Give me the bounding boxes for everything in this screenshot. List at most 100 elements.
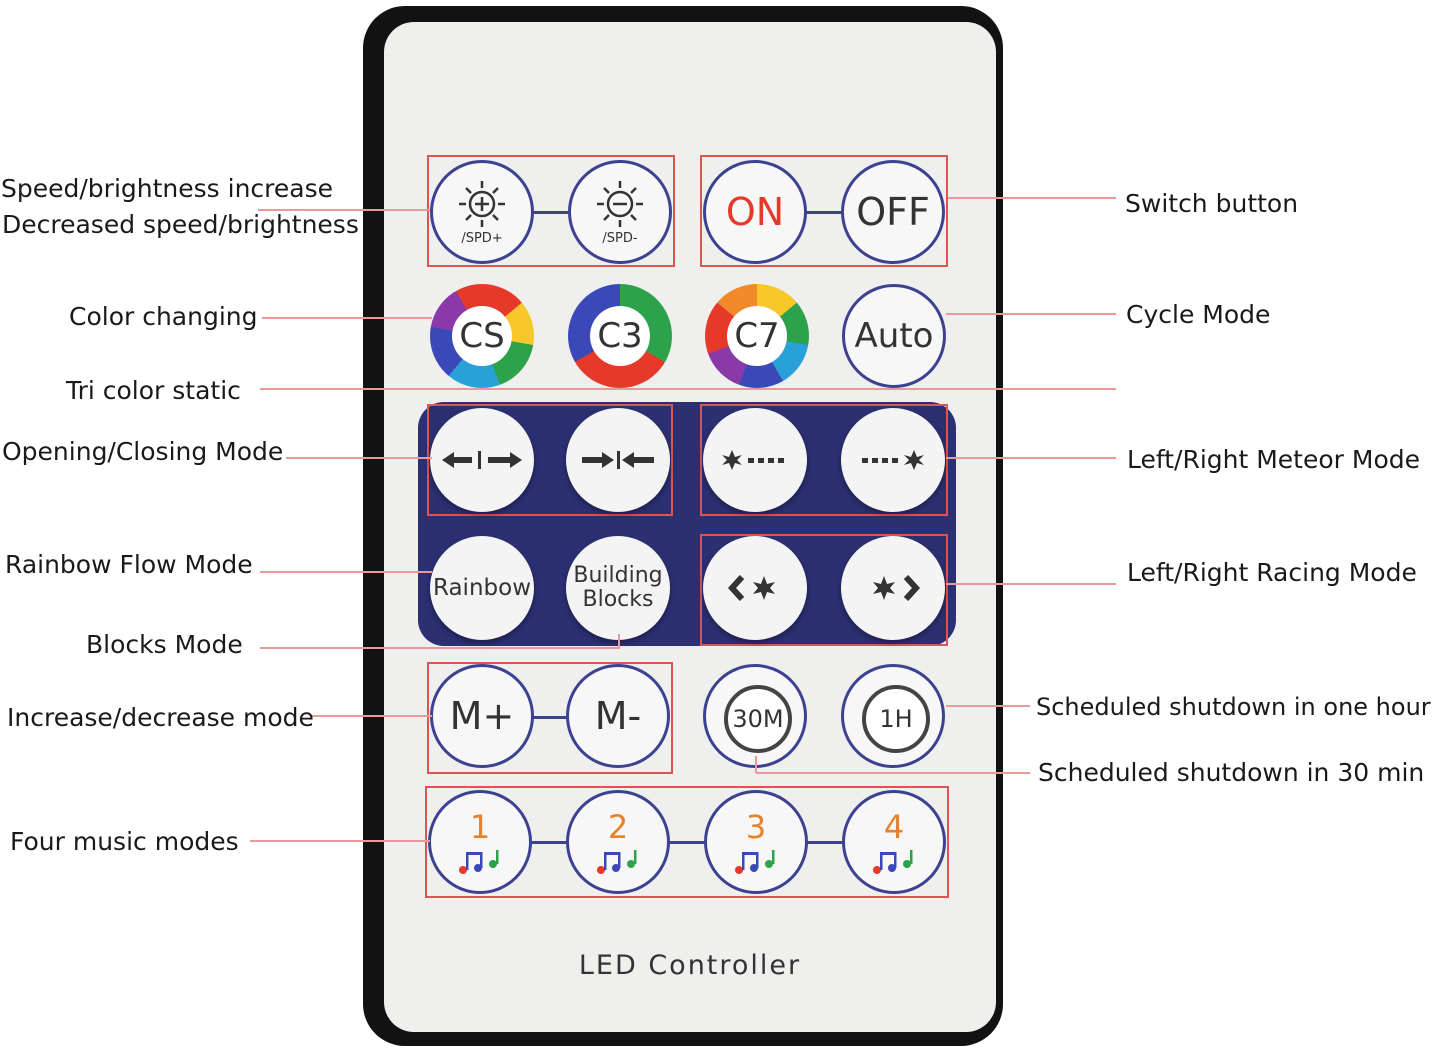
label-shutdown-1h: Scheduled shutdown in one hour	[1036, 693, 1431, 721]
music-4-label: 4	[883, 808, 905, 846]
music-2-button[interactable]: 2	[566, 790, 670, 894]
leader-line	[250, 840, 430, 842]
brightness-up-button[interactable]: /SPD+	[430, 160, 534, 264]
spd-minus-label: /SPD-	[602, 230, 638, 246]
label-switch: Switch button	[1125, 189, 1299, 218]
sun-plus-icon	[459, 180, 505, 227]
mode-plus-button[interactable]: M+	[430, 664, 534, 768]
building-blocks-button[interactable]: Building Blocks	[566, 536, 670, 640]
arrows-out-icon	[442, 451, 522, 469]
auto-label: Auto	[854, 316, 934, 356]
leader-line	[260, 571, 432, 573]
music-notes-icon	[873, 850, 913, 874]
closing-button[interactable]	[566, 408, 670, 512]
leader-line	[618, 634, 620, 648]
highlight-opening	[427, 404, 673, 516]
music-notes-icon	[459, 850, 499, 874]
leader-line	[946, 583, 1116, 585]
leader-line	[286, 457, 432, 459]
mode-minus-button[interactable]: M-	[566, 664, 670, 768]
meteor-right-icon	[862, 450, 924, 470]
c3-button[interactable]: C3	[568, 284, 672, 388]
label-racing: Left/Right Racing Mode	[1127, 558, 1417, 587]
leader-line	[946, 313, 1116, 315]
leader-line	[946, 705, 1030, 707]
label-opening-closing: Opening/Closing Mode	[2, 437, 284, 466]
music-4-button[interactable]: 4	[842, 790, 946, 894]
building-label: Building	[573, 563, 663, 588]
arrows-in-icon	[582, 451, 654, 469]
label-tri-color: Tri color static	[66, 376, 241, 405]
blocks-label: Blocks	[582, 587, 654, 612]
racing-left-icon	[728, 574, 775, 602]
music-1-label: 1	[469, 808, 491, 846]
leader-line	[756, 772, 1030, 774]
c3-label: C3	[590, 306, 650, 366]
label-color-changing: Color changing	[69, 302, 258, 331]
connector	[804, 211, 844, 214]
t30-label: 30M	[724, 685, 792, 753]
label-cycle-mode: Cycle Mode	[1126, 300, 1271, 329]
music-2-label: 2	[607, 808, 629, 846]
m-plus-label: M+	[449, 694, 515, 738]
highlight-mode	[427, 662, 673, 774]
rainbow-label: Rainbow	[432, 575, 532, 601]
leader-line	[946, 457, 1116, 459]
opening-button[interactable]	[430, 408, 534, 512]
highlight-music	[425, 786, 949, 898]
leader-line	[948, 197, 1116, 199]
highlight-racing	[700, 534, 948, 646]
timer-1h-button[interactable]: 1H	[841, 664, 945, 768]
music-3-button[interactable]: 3	[704, 790, 808, 894]
sun-minus-icon	[597, 180, 643, 227]
c7-label: C7	[727, 306, 787, 366]
connector	[530, 841, 570, 844]
label-blocks: Blocks Mode	[86, 630, 243, 659]
leader-line	[260, 388, 1116, 390]
highlight-switch	[700, 155, 948, 267]
label-speed-increase: Speed/brightness increase	[1, 174, 333, 203]
connector	[530, 211, 570, 214]
connector	[530, 716, 570, 719]
racing-right-icon	[873, 574, 920, 602]
device-name: LED Controller	[578, 950, 802, 981]
m-minus-label: M-	[594, 694, 642, 738]
off-label: OFF	[856, 190, 930, 234]
brightness-down-button[interactable]: /SPD-	[568, 160, 672, 264]
off-button[interactable]: OFF	[841, 160, 945, 264]
leader-line	[258, 209, 430, 211]
music-3-label: 3	[745, 808, 767, 846]
rainbow-button[interactable]: Rainbow	[430, 536, 534, 640]
label-music-modes: Four music modes	[10, 827, 239, 856]
meteor-left-button[interactable]	[703, 408, 807, 512]
racing-left-button[interactable]	[703, 536, 807, 640]
highlight-speed	[427, 155, 675, 267]
music-notes-icon	[597, 850, 637, 874]
highlight-meteor	[700, 404, 948, 516]
label-meteor: Left/Right Meteor Mode	[1127, 445, 1421, 474]
music-1-button[interactable]: 1	[428, 790, 532, 894]
connector	[806, 841, 846, 844]
meteor-right-button[interactable]	[841, 408, 945, 512]
connector	[668, 841, 708, 844]
timer-30m-button[interactable]: 30M	[703, 664, 807, 768]
leader-line	[260, 647, 620, 649]
on-label: ON	[725, 190, 785, 234]
cs-button[interactable]: CS	[430, 284, 534, 388]
meteor-left-icon	[722, 450, 784, 470]
leader-line	[755, 756, 757, 773]
music-notes-icon	[735, 850, 775, 874]
auto-button[interactable]: Auto	[842, 284, 946, 388]
label-inc-dec-mode: Increase/decrease mode	[7, 703, 314, 732]
leader-line	[262, 317, 432, 319]
on-button[interactable]: ON	[703, 160, 807, 264]
racing-right-button[interactable]	[841, 536, 945, 640]
spd-plus-label: /SPD+	[461, 230, 503, 246]
label-rainbow-flow: Rainbow Flow Mode	[5, 550, 253, 579]
label-shutdown-30: Scheduled shutdown in 30 min	[1038, 758, 1425, 787]
t1h-label: 1H	[862, 685, 930, 753]
leader-line	[312, 715, 432, 717]
cs-label: CS	[452, 306, 512, 366]
label-speed-decrease: Decreased speed/brightness	[2, 210, 359, 239]
c7-button[interactable]: C7	[705, 284, 809, 388]
